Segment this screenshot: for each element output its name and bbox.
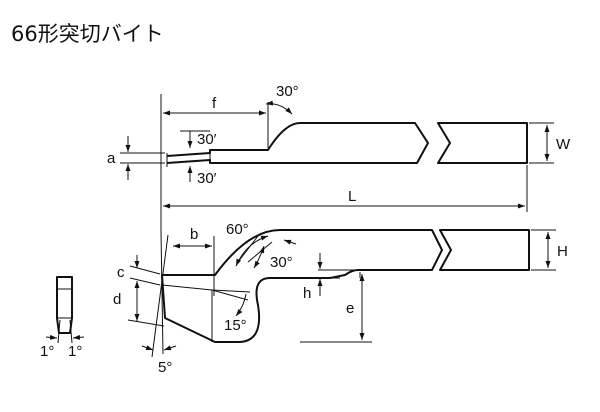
label-1deg-right: 1° — [68, 343, 82, 360]
label-c: c — [117, 264, 125, 281]
label-a: a — [107, 150, 116, 167]
label-f: f — [212, 95, 217, 112]
top-view-outline — [166, 122, 429, 164]
top-view — [166, 122, 528, 167]
dimension-60deg: 60° — [226, 221, 269, 267]
dimension-a: a — [107, 136, 165, 180]
dimension-c-d: c d — [113, 255, 165, 327]
top-view-shank-end — [437, 122, 528, 164]
dimension-h-upper: H — [531, 229, 568, 271]
dimension-30deg-side: 30° — [247, 239, 297, 271]
side-view-outline — [161, 229, 443, 343]
blade-inner-edge — [211, 289, 251, 293]
reference-line-lower — [160, 231, 164, 355]
label-60deg: 60° — [226, 221, 249, 238]
dimension-5deg: 5° — [141, 345, 177, 376]
side-view-shank-end — [439, 229, 530, 271]
label-e: e — [346, 300, 354, 317]
label-30min-lower: 30′ — [197, 170, 217, 187]
dimension-15deg: 15° — [211, 289, 249, 334]
dimension-e: e — [300, 272, 372, 343]
dimension-w: W — [529, 122, 571, 164]
label-b: b — [190, 226, 198, 243]
dimension-30deg-top: 30° — [265, 83, 299, 115]
label-h-upper: H — [557, 243, 568, 260]
side-view — [161, 229, 530, 343]
dimension-h-lower: h — [303, 253, 360, 302]
clearance-reference — [151, 234, 169, 358]
dimension-l: L — [163, 165, 528, 212]
label-1deg-left: 1° — [40, 343, 54, 360]
label-15deg: 15° — [224, 317, 247, 334]
label-30deg-top: 30° — [276, 83, 299, 100]
label-5deg: 5° — [158, 359, 172, 376]
dimension-30min: 30′ 30′ — [180, 130, 217, 187]
front-view: 1° 1° — [40, 276, 85, 360]
label-l: L — [348, 188, 356, 205]
clearance-line — [161, 284, 213, 291]
label-h-lower: h — [303, 285, 311, 302]
dimension-b: b — [173, 226, 215, 296]
label-w: W — [556, 136, 571, 153]
drawing-title: 66形突切バイト — [11, 22, 164, 46]
front-view-outline — [56, 276, 73, 334]
label-30min-upper: 30′ — [197, 131, 217, 148]
label-d: d — [113, 291, 121, 308]
label-30deg-side: 30° — [270, 254, 293, 271]
